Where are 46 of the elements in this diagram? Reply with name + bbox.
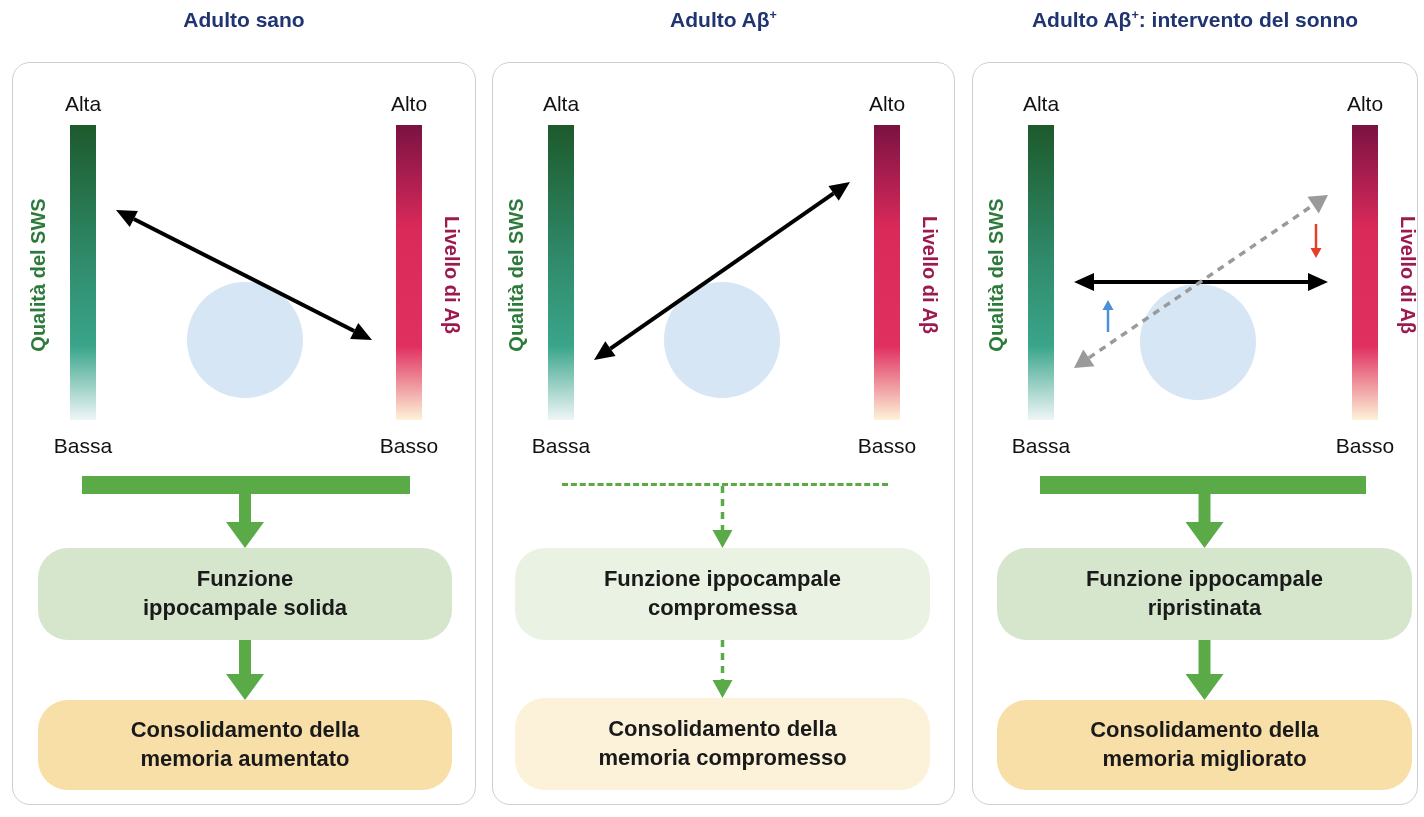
axis-title: Qualità del SWS (504, 198, 528, 352)
arrow (712, 640, 733, 698)
scale-label: Basso (379, 434, 439, 458)
rounded-box (38, 548, 452, 640)
arrow (1185, 494, 1224, 548)
box-text: Funzione ippocampale solida (141, 565, 349, 622)
arrow (116, 210, 372, 340)
axis-title: Livello di Aβ (1396, 215, 1420, 335)
arrow (594, 182, 850, 360)
axis-title: Qualità del SWS (984, 198, 1008, 352)
rounded-box (997, 548, 1412, 640)
axis-title: Livello di Aβ (440, 215, 464, 335)
box-text: Consolidamento della memoria migliorato (1089, 716, 1320, 773)
arrow (226, 494, 264, 548)
box-text: Funzione ippocampale ripristinata (1084, 565, 1325, 622)
rounded-box (38, 700, 452, 790)
rounded-box (515, 698, 930, 790)
scale-label: Basso (857, 434, 917, 458)
arrow (712, 486, 733, 548)
axis-title: Qualità del SWS (26, 198, 50, 352)
panel-title: Adulto Aβ$^{+}$: intervento del sonno (1030, 8, 1360, 32)
scale-label: Alto (868, 92, 906, 116)
scale-label: Alto (1346, 92, 1384, 116)
scale-label: Bassa (531, 434, 591, 458)
panel-title: Adulto sano (182, 8, 306, 32)
arrow (1185, 640, 1224, 700)
scale-label: Alto (390, 92, 428, 116)
box-text: Consolidamento della memoria aumentato (129, 716, 361, 773)
arrow (1074, 273, 1328, 291)
box-text: Funzione ippocampale compromessa (602, 565, 843, 622)
axis-title: Livello di Aβ (918, 215, 942, 335)
bar (1040, 476, 1366, 494)
arrow (1074, 195, 1328, 368)
rounded-box (515, 548, 930, 640)
rounded-box (997, 700, 1412, 790)
scale-label: Alta (64, 92, 102, 116)
scale-label: Alta (1022, 92, 1060, 116)
arrow (226, 640, 264, 700)
bar (82, 476, 410, 494)
box-text: Consolidamento della memoria compromesso (597, 715, 848, 772)
dashed-line (562, 483, 888, 486)
panel-title: Adulto Aβ$^{+}$ (669, 8, 778, 32)
scale-label: Bassa (1011, 434, 1071, 458)
scale-label: Basso (1335, 434, 1395, 458)
scale-label: Bassa (53, 434, 113, 458)
scale-label: Alta (542, 92, 580, 116)
